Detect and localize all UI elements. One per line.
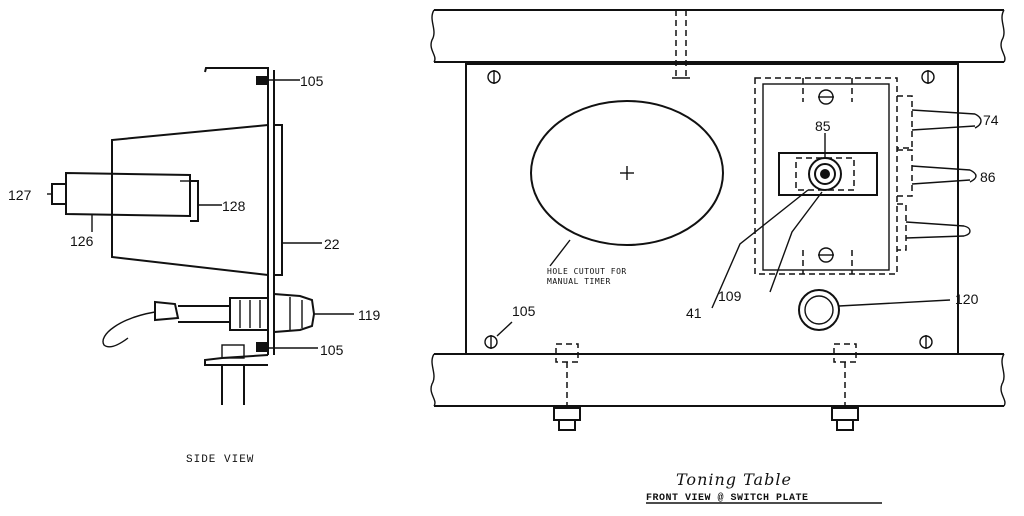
side-view	[47, 67, 354, 405]
label-119: 119	[358, 307, 381, 323]
label-22: 22	[324, 236, 340, 252]
side-view-labels: 105 127 128 126 22 119 105 SIDE VIEW	[8, 73, 381, 466]
label-120: 120	[955, 291, 979, 307]
drawing-title: Toning Table	[676, 470, 792, 489]
label-105-top: 105	[300, 73, 324, 89]
front-view-labels: 74 85 86 109 41 120 105 HOLE CUTOUT FOR …	[512, 112, 999, 504]
hole-note-line1: HOLE CUTOUT FOR	[547, 267, 627, 276]
label-105-front: 105	[512, 303, 536, 319]
timer-body-126	[65, 171, 191, 218]
label-109: 109	[718, 288, 742, 304]
label-41: 41	[686, 305, 702, 321]
lamp-120	[798, 289, 840, 331]
timer-hole-cutout	[530, 100, 724, 246]
screw-105-top	[256, 76, 268, 85]
switch-119	[229, 297, 269, 331]
rear-component-box	[754, 77, 898, 275]
label-85: 85	[815, 118, 831, 134]
switch-plate-22	[273, 124, 283, 276]
knob-127	[51, 183, 67, 205]
label-128: 128	[222, 198, 246, 214]
front-view	[430, 9, 1006, 431]
hole-note-line2: MANUAL TIMER	[547, 277, 611, 286]
label-86: 86	[980, 169, 996, 185]
label-105-bottom: 105	[320, 342, 344, 358]
drawing-subtitle: FRONT VIEW @ SWITCH PLATE	[646, 492, 809, 504]
label-126: 126	[70, 233, 94, 249]
screw-105-bottom	[256, 342, 268, 352]
label-74: 74	[983, 112, 999, 128]
front-switch-plate	[465, 63, 959, 355]
side-view-caption: SIDE VIEW	[186, 454, 254, 466]
bracket-109	[778, 152, 878, 196]
label-127: 127	[8, 187, 32, 203]
